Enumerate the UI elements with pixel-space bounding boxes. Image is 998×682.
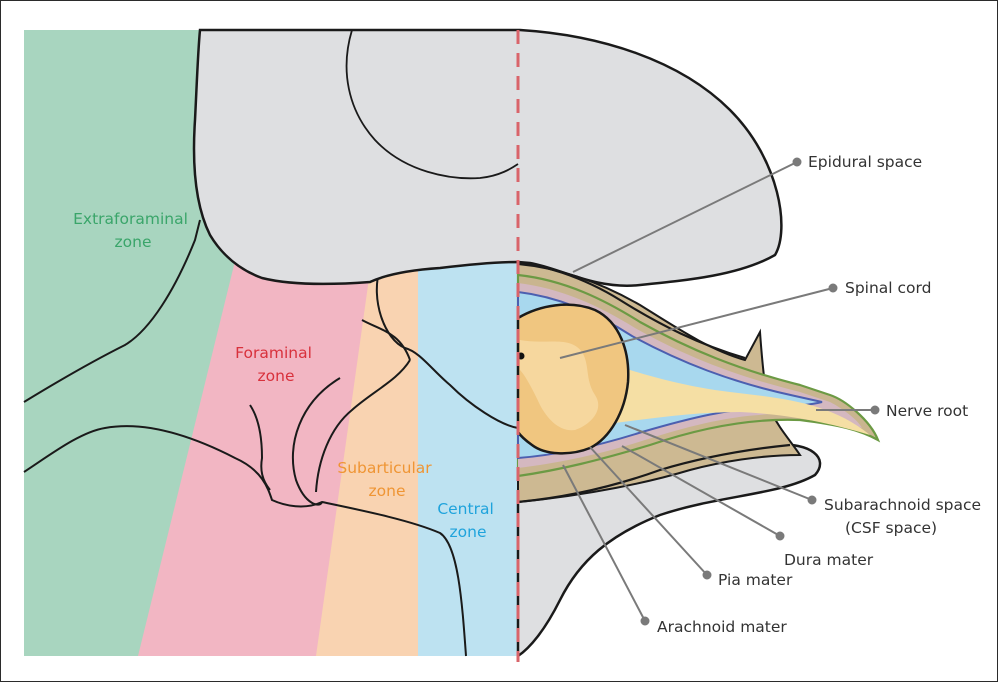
pia-mater-label: Pia mater xyxy=(718,571,793,589)
epidural-space-label: Epidural space xyxy=(808,153,922,171)
nerve-root-label: Nerve root xyxy=(886,402,968,420)
vertebral-body xyxy=(194,30,781,286)
dura-mater-label: Dura mater xyxy=(784,551,874,569)
arachnoid-mater-label: Arachnoid mater xyxy=(657,618,787,636)
spinal-cord-label: Spinal cord xyxy=(845,279,931,297)
subarachnoid-space-label: Subarachnoid space (CSF space) xyxy=(824,496,986,537)
